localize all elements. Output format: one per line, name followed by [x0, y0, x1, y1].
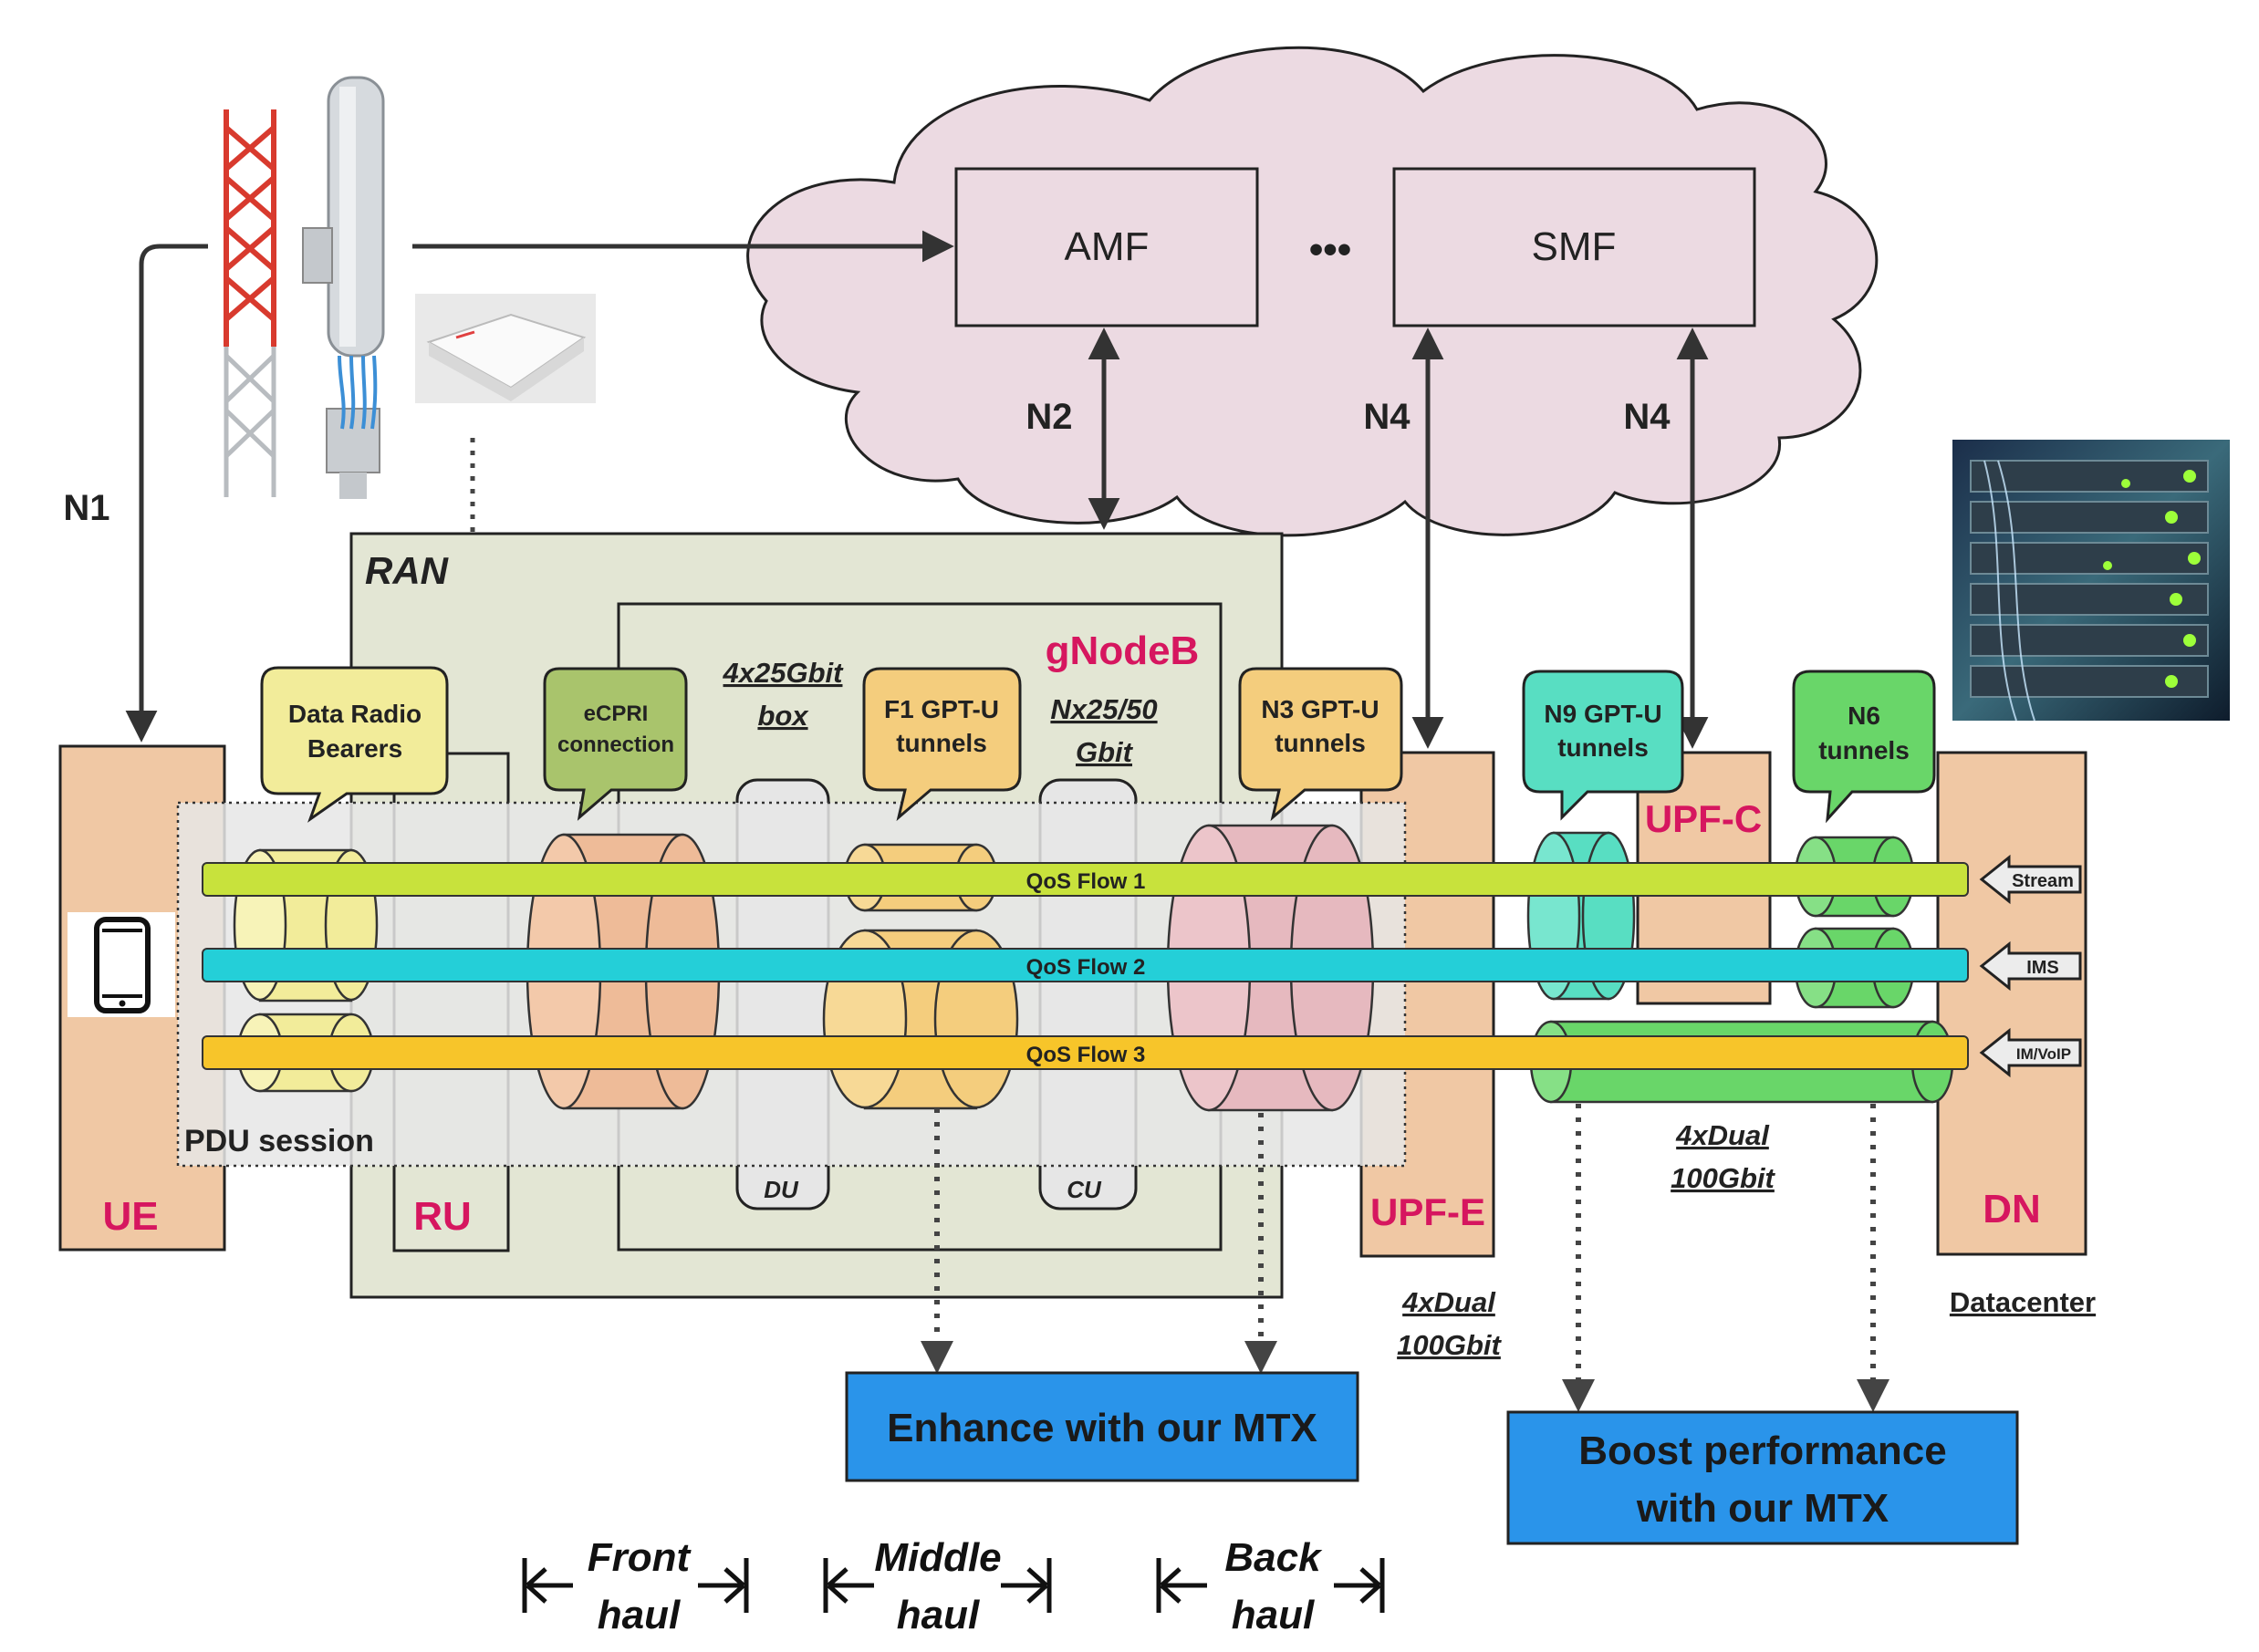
- qos-flow-1[interactable]: QoS Flow 1: [202, 862, 1969, 897]
- n1-label: N1: [63, 488, 109, 528]
- cu-capacity-label-1: Nx25/50: [1050, 693, 1157, 725]
- pdu-session-label: PDU session: [184, 1124, 374, 1158]
- qos-flow-3[interactable]: QoS Flow 3: [202, 1035, 1969, 1070]
- f1-callout-line1: F1 GPT-U: [884, 695, 999, 723]
- dc-link-label-1: 4xDual: [1675, 1119, 1770, 1151]
- upf-c-label: UPF-C: [1645, 797, 1762, 840]
- f1-callout: F1 GPT-U tunnels: [862, 667, 1022, 822]
- f1-callout-line2: tunnels: [896, 729, 987, 757]
- drb-callout-line2: Bearers: [307, 734, 402, 763]
- datacenter-image: [1952, 440, 2230, 722]
- du-capacity-label-2: box: [757, 700, 809, 732]
- qos-flow-2-label: QoS Flow 2: [1026, 955, 1146, 980]
- voip-source-arrow: IM/VoIP: [1979, 1027, 2082, 1078]
- datacenter-label: Datacenter: [1950, 1286, 2096, 1318]
- ellipsis: •••: [1309, 227, 1351, 272]
- n9-callout-line1: N9 GPT-U: [1544, 700, 1661, 728]
- boost-mtx-label-2: with our MTX: [1636, 1486, 1889, 1531]
- upf-link-label-1: 4xDual: [1401, 1286, 1496, 1318]
- n6-callout-line1: N6: [1848, 701, 1880, 730]
- ran-title: RAN: [365, 549, 450, 592]
- n9-callout-line2: tunnels: [1557, 733, 1649, 762]
- ru-label: RU: [413, 1194, 472, 1239]
- qos-flow-2[interactable]: QoS Flow 2: [202, 948, 1969, 982]
- ue-label: UE: [102, 1194, 158, 1239]
- amf-label: AMF: [1065, 224, 1150, 269]
- drb-callout: Data Radio Bearers: [260, 666, 449, 823]
- gnodeb-label: gNodeB: [1046, 629, 1200, 673]
- cu-label: CU: [1067, 1176, 1102, 1203]
- boost-mtx-label-1: Boost performance: [1578, 1429, 1946, 1473]
- fronthaul-label-2: haul: [598, 1593, 681, 1637]
- backhaul-legend: [1156, 1558, 1385, 1613]
- amf-box[interactable]: AMF: [954, 167, 1259, 327]
- cell-tower-image: [219, 76, 385, 499]
- enhance-mtx-label: Enhance with our MTX: [887, 1406, 1317, 1450]
- n1-arrow: [125, 244, 208, 743]
- n9-callout: N9 GPT-U tunnels: [1522, 670, 1684, 821]
- phone-icon: [68, 912, 175, 1017]
- qos-flow-1-label: QoS Flow 1: [1026, 869, 1146, 894]
- ecpri-callout-line2: connection: [557, 732, 674, 757]
- n3-callout-line1: N3 GPT-U: [1261, 695, 1379, 723]
- smf-label: SMF: [1532, 224, 1617, 269]
- upf-link-label-2: 100Gbit: [1397, 1329, 1502, 1361]
- drb-callout-line1: Data Radio: [288, 700, 422, 728]
- n6-callout-line2: tunnels: [1818, 736, 1910, 764]
- small-cell-image: [415, 294, 596, 403]
- fronthaul-label-1: Front: [588, 1535, 692, 1580]
- dn-node[interactable]: DN: [1936, 751, 2087, 1256]
- enhance-mtx-button[interactable]: Enhance with our MTX: [845, 1371, 1359, 1482]
- middlehaul-label-1: Middle: [874, 1535, 1001, 1580]
- smf-box[interactable]: SMF: [1392, 167, 1756, 327]
- dc-link-label-2: 100Gbit: [1671, 1162, 1775, 1194]
- middlehaul-label-2: haul: [897, 1593, 980, 1637]
- backhaul-label-1: Back: [1224, 1535, 1323, 1580]
- du-label: DU: [764, 1176, 799, 1203]
- boost-mtx-button[interactable]: Boost performance with our MTX: [1506, 1410, 2019, 1545]
- ecpri-callout: eCPRI connection: [543, 667, 688, 821]
- cu-capacity-label-2: Gbit: [1076, 736, 1134, 768]
- ecpri-callout-line1: eCPRI: [584, 701, 649, 726]
- ims-label: IMS: [2026, 958, 2059, 978]
- ims-source-arrow: IMS: [1979, 940, 2082, 992]
- stream-label: Stream: [2012, 871, 2074, 891]
- voip-label: IM/VoIP: [2016, 1045, 2071, 1063]
- du-capacity-label-1: 4x25Gbit: [723, 657, 845, 689]
- fronthaul-legend: [522, 1558, 749, 1613]
- n4-label-a: N4: [1363, 397, 1411, 437]
- n3-callout: N3 GPT-U tunnels: [1238, 667, 1403, 822]
- upf-e-label: UPF-E: [1370, 1190, 1485, 1233]
- middlehaul-legend: [823, 1558, 1052, 1613]
- backhaul-label-2: haul: [1232, 1593, 1315, 1637]
- stream-source-arrow: Stream: [1979, 854, 2082, 905]
- qos-flow-3-label: QoS Flow 3: [1026, 1043, 1146, 1067]
- n3-callout-line2: tunnels: [1275, 729, 1366, 757]
- dn-label: DN: [1983, 1187, 2041, 1231]
- n6-callout: N6 tunnels: [1792, 670, 1936, 824]
- mtx-dotted-arrows: [921, 1104, 1889, 1412]
- n2-label: N2: [1025, 397, 1072, 437]
- n4-label-b: N4: [1623, 397, 1671, 437]
